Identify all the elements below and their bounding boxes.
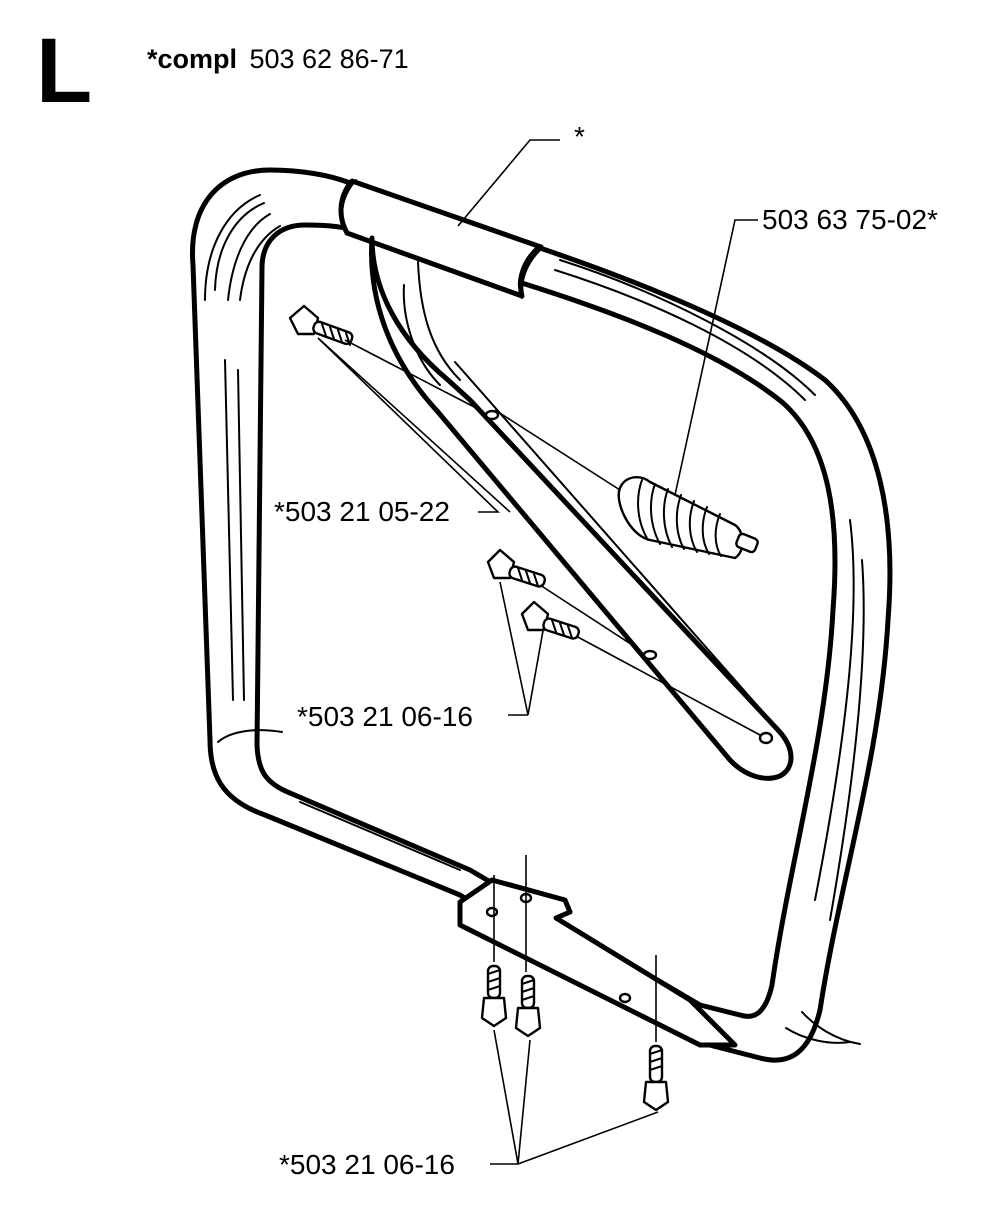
leader-top-marker — [457, 139, 560, 227]
assembly-prefix: *compl — [147, 44, 237, 74]
brace-curve-back-2 — [402, 284, 441, 386]
brace-curve-back — [417, 261, 461, 381]
brace-bar — [369, 235, 794, 781]
assembly-number: 503 62 86-71 — [249, 44, 408, 74]
alignment-lines — [344, 339, 761, 1042]
leader-lines — [317, 139, 758, 1165]
brace-hole-lower — [758, 731, 774, 745]
upper-right-joint — [518, 245, 539, 299]
plate-body — [457, 877, 738, 1048]
screw-bottom-1 — [480, 964, 508, 1028]
lower-right-joint — [801, 1011, 861, 1045]
screw-middle-1 — [486, 548, 546, 588]
screw-middle-2 — [520, 600, 580, 640]
brace-hole-middle — [642, 649, 658, 661]
screw-upper — [288, 304, 354, 346]
callout-bottom-screws: *503 21 06-16 — [279, 1149, 455, 1180]
screw-bottom-2 — [514, 974, 542, 1038]
mounting-plate — [457, 877, 738, 1048]
callout-middle-screws: *503 21 06-16 — [297, 701, 473, 732]
leader-bottom-screws — [490, 1029, 659, 1165]
callout-top-marker: * — [574, 121, 585, 152]
assembly-heading: *compl 503 62 86-71 — [147, 44, 409, 74]
brace-edge — [454, 361, 771, 721]
leader-upper-screws — [317, 337, 511, 513]
lower-left-joint — [217, 729, 283, 743]
leader-spring — [674, 219, 758, 496]
callout-spring: 503 63 75-02* — [762, 204, 938, 235]
plate-hole-3 — [618, 992, 632, 1004]
plate-hole-1 — [485, 906, 499, 918]
brace-arm — [369, 235, 794, 781]
brace-hole-upper — [484, 409, 500, 421]
upper-left-joint — [341, 179, 357, 235]
damper-spring — [617, 476, 759, 560]
callout-upper-screws: *503 21 05-22 — [274, 496, 450, 527]
screw-bottom-3 — [642, 1044, 670, 1112]
section-letter: L — [36, 20, 92, 122]
leader-middle-screws — [499, 581, 545, 716]
